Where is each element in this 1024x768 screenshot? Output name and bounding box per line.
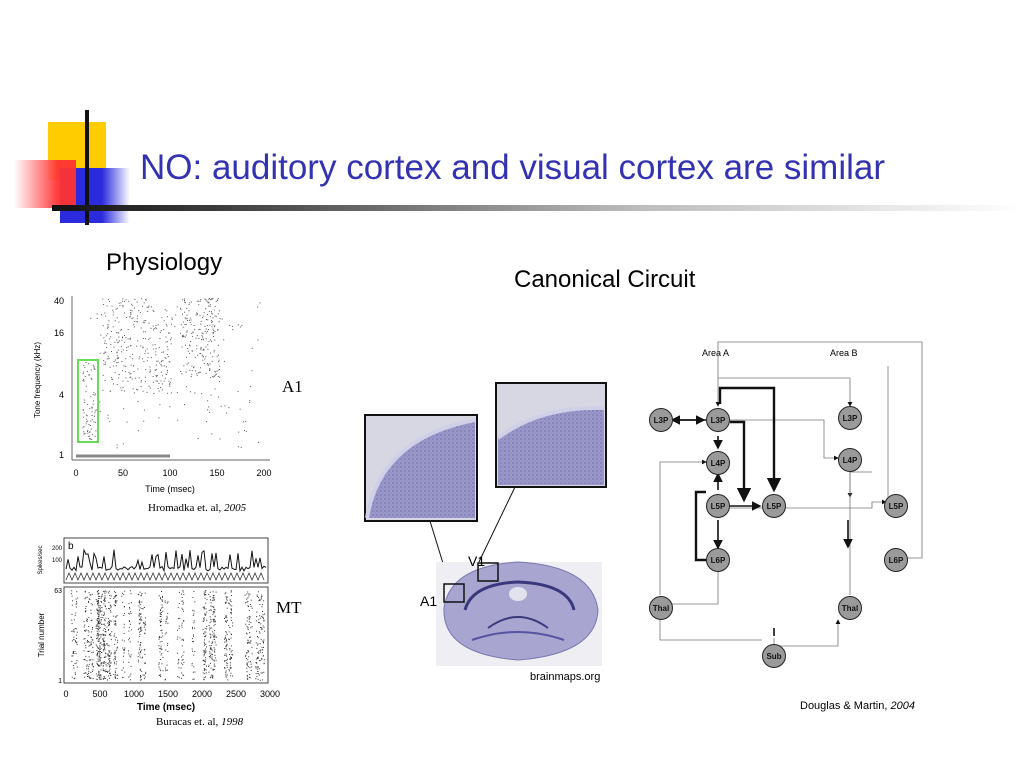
a1-brain-label: A1 xyxy=(420,593,437,609)
highlight-box xyxy=(77,359,99,443)
mt-top-ylabel: Spikes/sec xyxy=(38,545,44,574)
physiology-heading: Physiology xyxy=(106,249,223,276)
node-l6p-a: L6P xyxy=(706,548,730,572)
logo-red-square xyxy=(14,160,76,208)
mt-citation-year: 1998 xyxy=(221,716,244,728)
a1-xtick: 150 xyxy=(209,468,224,478)
logo-decoration xyxy=(0,110,140,230)
mt-xtick: 500 xyxy=(92,689,107,699)
a1-raster-plot: Tone frequency (kHz) 40 16 4 1 0 50 100 … xyxy=(33,296,272,494)
node-l3p-a: L3P xyxy=(706,408,730,432)
logo-vertical-line xyxy=(85,110,89,225)
a1-citation-year: 2005 xyxy=(224,502,247,514)
mt-region-label: MT xyxy=(276,598,302,617)
mt-xtick: 0 xyxy=(63,689,68,699)
node-l5p-a-right: L5P xyxy=(762,494,786,518)
circuit-citation-year: 2004 xyxy=(890,700,915,712)
node-l5p-b: L5P xyxy=(884,494,908,518)
coronal-section xyxy=(443,561,599,661)
a1-ytick: 40 xyxy=(54,296,64,306)
area-a-label: Area A xyxy=(702,348,729,358)
mt-xtick: 1000 xyxy=(124,689,144,699)
circuit-citation-authors: Douglas & Martin, xyxy=(800,700,888,712)
a1-citation-authors: Hromadka et. al, xyxy=(148,502,222,514)
slide-title: NO: auditory cortex and visual cortex ar… xyxy=(140,148,885,187)
mt-ylabel: Trial number xyxy=(37,612,46,657)
node-sub: Sub xyxy=(762,644,786,668)
v1-marker-box xyxy=(477,562,499,582)
circuit-heading: Canonical Circuit xyxy=(514,266,696,293)
a1-xtick: 0 xyxy=(73,468,78,478)
node-l4p-a: L4P xyxy=(706,451,730,475)
mt-xtick: 1500 xyxy=(158,689,178,699)
a1-xtick: 50 xyxy=(118,468,128,478)
mt-citation: Buracas et. al, 1998 xyxy=(156,716,243,728)
a1-ylabel: Tone frequency (kHz) xyxy=(33,342,42,418)
mt-xtick: 3000 xyxy=(260,689,280,699)
mt-panel-letter: b xyxy=(68,541,74,552)
a1-ytick: 4 xyxy=(59,390,64,400)
mt-xtick: 2000 xyxy=(192,689,212,699)
node-l3p-a-left: L3P xyxy=(649,408,673,432)
node-thal-a: Thal xyxy=(649,596,673,620)
mt-xtick: 2500 xyxy=(226,689,246,699)
mt-xlabel: Time (msec) xyxy=(137,702,195,713)
node-thal-b: Thal xyxy=(838,596,862,620)
node-l4p-b: L4P xyxy=(838,448,862,472)
circuit-citation: Douglas & Martin, 2004 xyxy=(800,700,915,712)
a1-region-label: A1 xyxy=(282,377,303,396)
a1-ytick: 1 xyxy=(59,450,64,460)
mt-citation-authors: Buracas et. al, xyxy=(156,716,219,728)
a1-xtick: 100 xyxy=(162,468,177,478)
node-l3p-b: L3P xyxy=(838,406,862,430)
mt-top-ytick: 200 xyxy=(52,546,63,552)
mt-raster-plot: b Spikes/sec 200 100 Trial number 63 1 0… xyxy=(37,537,280,713)
brain-source: brainmaps.org xyxy=(530,671,601,683)
node-l6p-b: L6P xyxy=(884,548,908,572)
title-underline xyxy=(52,205,1024,211)
mt-ytick: 1 xyxy=(58,678,62,685)
a1-marker-box xyxy=(443,583,465,603)
a1-xlabel: Time (msec) xyxy=(145,484,195,494)
mt-ytick: 63 xyxy=(54,588,62,595)
area-b-label: Area B xyxy=(830,348,858,358)
a1-citation: Hromadka et. al, 2005 xyxy=(148,502,246,514)
mt-top-ytick: 100 xyxy=(52,558,63,564)
node-l5p-a: L5P xyxy=(706,494,730,518)
a1-ytick: 16 xyxy=(54,328,64,338)
v1-label: V1 xyxy=(468,553,485,569)
a1-xtick: 200 xyxy=(256,468,271,478)
brain-histology: V1 A1 xyxy=(364,382,607,666)
